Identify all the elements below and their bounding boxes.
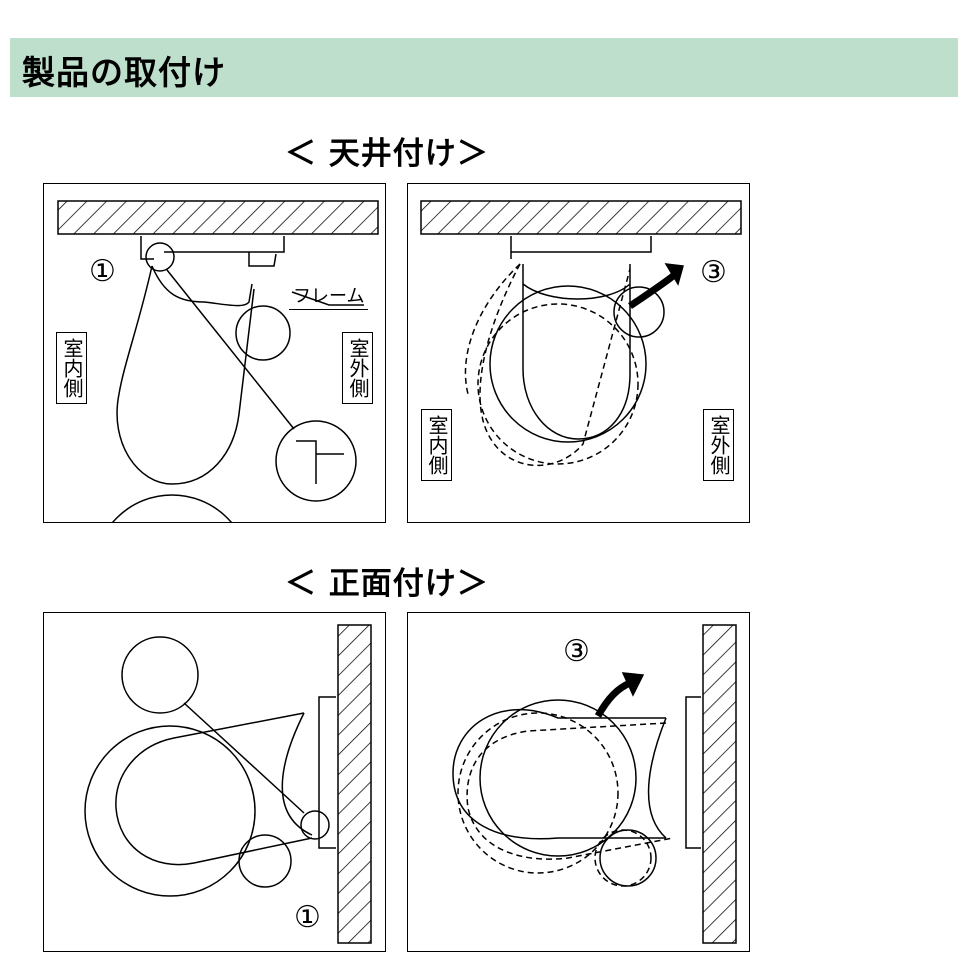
lamp-ring — [84, 725, 256, 897]
front-step1-diagram: ① — [43, 612, 386, 952]
magnifier-large — [275, 420, 357, 502]
small-circle — [235, 305, 291, 361]
ceiling-step3-diagram: ③ 室内側 室外側 — [407, 183, 750, 523]
magnifier-small — [300, 810, 330, 840]
section-title-front: ＜ 正面付け＞ — [285, 566, 489, 602]
frame-body — [115, 712, 313, 866]
ceiling-step1-drawing — [57, 200, 379, 522]
indoor-side-label: 室内側 — [56, 332, 87, 404]
section-title-ceiling: ＜ 天井付け＞ — [285, 136, 489, 172]
frame-body — [452, 708, 666, 840]
mounting-bracket — [510, 236, 652, 259]
step-number: ① — [294, 900, 321, 935]
mounting-bracket — [140, 236, 285, 260]
rotation-path-dashed — [457, 712, 674, 887]
ceiling-step1-diagram: ① フレーム 室内側 室外側 — [43, 183, 386, 523]
step-number: ③ — [700, 255, 727, 290]
frame-body — [522, 264, 631, 440]
frame-body — [116, 265, 255, 485]
lamp-ring — [489, 285, 647, 443]
wall — [337, 624, 372, 944]
front-step3-drawing — [452, 624, 737, 944]
magnifier-large — [121, 636, 199, 714]
rotate-arrow-icon — [594, 679, 632, 718]
page-header: 製品の取付け — [10, 38, 958, 97]
ceiling-step3-drawing — [420, 200, 742, 466]
mounting-bracket — [685, 696, 701, 849]
ceiling — [420, 200, 742, 235]
wall — [702, 624, 737, 944]
frame-callout-label: フレーム — [289, 282, 369, 310]
indoor-side-label: 室内側 — [421, 409, 452, 481]
front-step1-drawing — [84, 624, 372, 944]
front-step3-diagram: ③ — [407, 612, 750, 952]
ceiling — [57, 200, 379, 235]
step-number: ① — [89, 254, 116, 289]
outdoor-side-label: 室外側 — [703, 409, 734, 481]
rotation-path-dashed — [464, 263, 639, 466]
lamp-ring — [112, 494, 232, 522]
step-number: ③ — [563, 634, 590, 669]
outdoor-side-label: 室外側 — [342, 332, 373, 404]
page-title: 製品の取付け — [22, 53, 226, 92]
rotate-arrow-icon — [628, 273, 676, 309]
magnifier-small — [145, 242, 175, 272]
mounting-bracket — [318, 696, 336, 849]
